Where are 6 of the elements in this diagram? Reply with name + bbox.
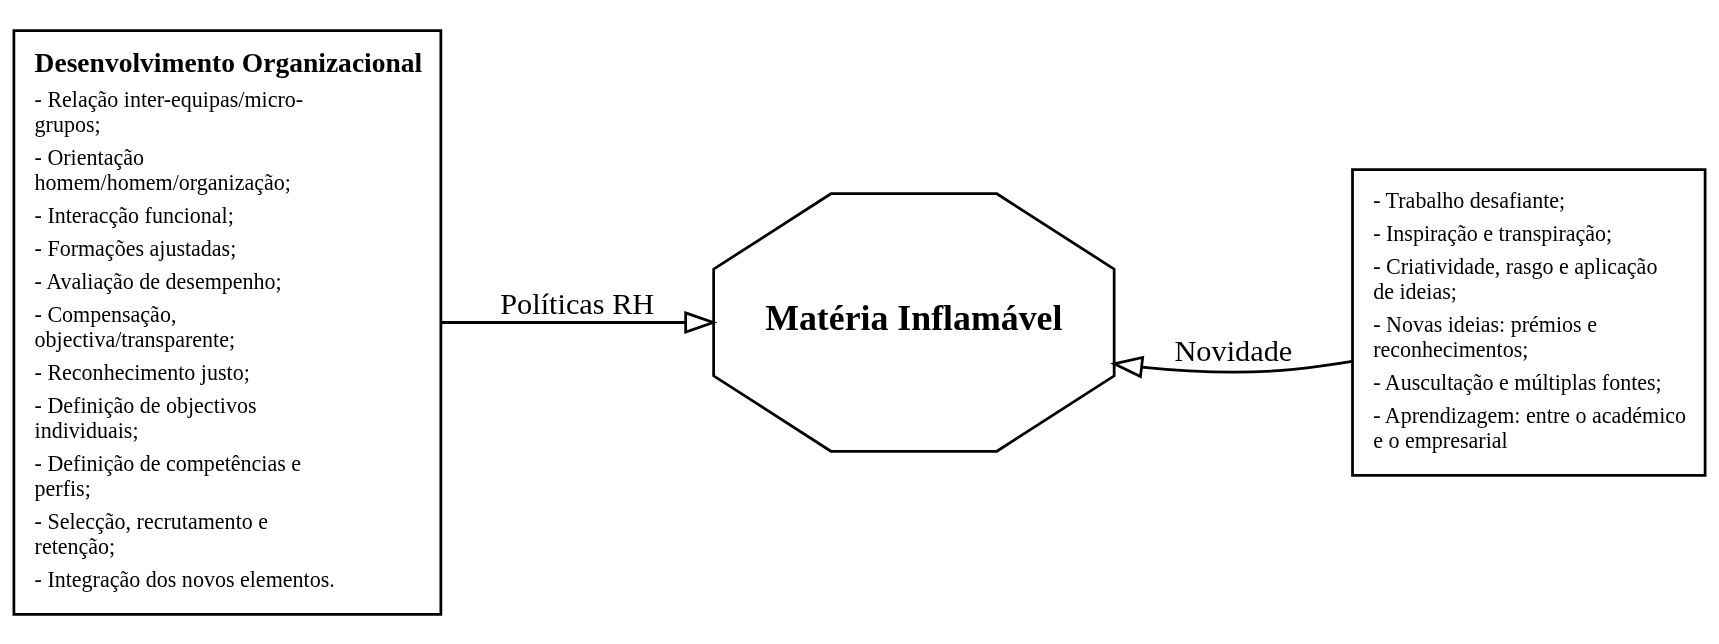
node-box: Desenvolvimento Organizacional - Relação inter-equipas/micro-grupos; - Orientação homem/homem/organização; - Interacção funcional; - Formações ajustadas; - Avaliação de desempenho; - Compensação, objectiva/transparente; - Reconhecimento justo; - Definição de objectivos individuais; - Definição de competências e perfis; - Selecção, recrutamento e retenção; - Integração dos novos elementos. [12, 28, 443, 616]
node-box: - Trabalho desafiante; - Inspiração e transpiração; - Criatividade, rasgo e aplicação de ideias; - Novas ideias: prémios e reconhecimentos; - Auscultação e múltiplas fontes; - Aprendizagem: entre o académico e o empresarial [1351, 167, 1707, 477]
edge-label: Novidade [1174, 333, 1293, 368]
edge-label: Políticas RH [500, 286, 655, 321]
arrow [440, 310, 718, 334]
arrow [1110, 355, 1353, 379]
